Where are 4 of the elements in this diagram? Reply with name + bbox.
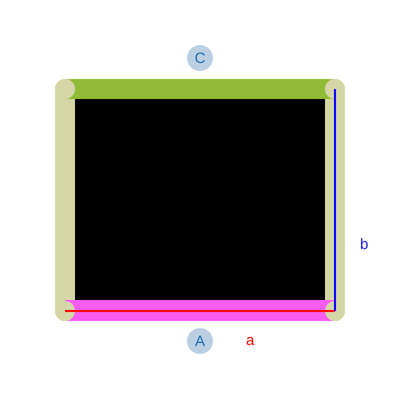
- dimension-label: b: [360, 237, 368, 252]
- dimension-label: a: [246, 333, 254, 348]
- circle-marker: A: [187, 328, 213, 354]
- circle-marker: C: [187, 45, 213, 71]
